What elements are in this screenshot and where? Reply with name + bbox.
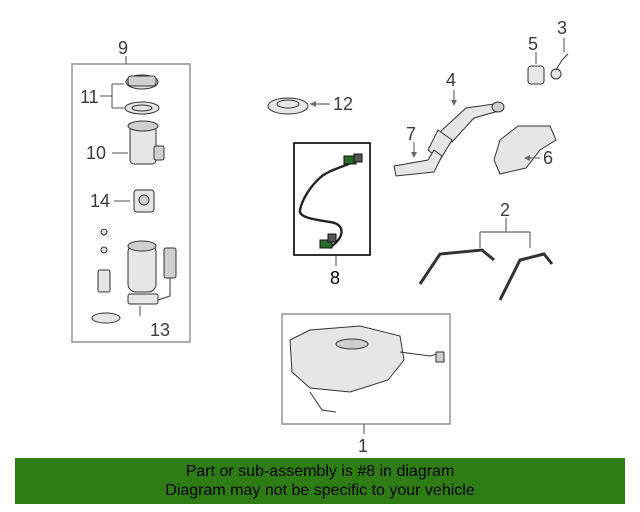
callout-13: 13 xyxy=(150,320,170,340)
hose-7-group: 7 xyxy=(393,124,443,177)
straps-2-group: 2 xyxy=(418,200,554,301)
callout-7: 7 xyxy=(406,124,416,144)
splash-shield xyxy=(493,125,557,175)
callout-8: 8 xyxy=(330,268,340,288)
callout-11: 11 xyxy=(80,87,99,107)
notice-banner: Part or sub-assembly is #8 in diagram Di… xyxy=(15,458,625,504)
callout-10: 10 xyxy=(86,143,106,163)
fuel-pump-assembly-group: 9 11 10 14 13 xyxy=(71,38,191,343)
filler-neck-4-group: 4 xyxy=(427,70,505,161)
highlight-box-8 xyxy=(293,142,371,256)
callout-14: 14 xyxy=(90,191,110,211)
wire-harness-8-group: 8 xyxy=(293,142,371,288)
notice-line-1: Part or sub-assembly is #8 in diagram xyxy=(185,463,455,480)
filler-cap-part-5 xyxy=(527,65,545,85)
pump-base xyxy=(91,312,121,324)
tether-part-3 xyxy=(550,68,562,80)
tank-strap-left xyxy=(418,248,495,285)
packing-ring xyxy=(124,101,160,115)
parts-5-3-group: 5 3 xyxy=(527,18,569,85)
fuel-tank-1-group: 1 xyxy=(281,313,451,456)
callout-12: 12 xyxy=(333,94,353,114)
fuel-tank xyxy=(289,325,405,393)
callout-9: 9 xyxy=(118,38,128,58)
assembly-box-1 xyxy=(281,313,451,425)
shield-6-group: 6 xyxy=(493,125,557,175)
callout-3: 3 xyxy=(557,18,567,38)
callout-6: 6 xyxy=(543,148,553,168)
filler-hose xyxy=(393,149,443,177)
fuel-filter xyxy=(97,269,111,293)
notice-line-2: Diagram may not be specific to your vehi… xyxy=(165,482,475,499)
harness-wire xyxy=(298,158,359,247)
callout-5: 5 xyxy=(528,34,538,54)
callout-1: 1 xyxy=(358,436,368,456)
gasket-12-group: 12 xyxy=(267,94,353,115)
callout-2: 2 xyxy=(500,200,510,220)
callout-4: 4 xyxy=(446,70,456,90)
tank-strap-right xyxy=(498,252,554,301)
parts-diagram: 9 11 10 14 13 xyxy=(71,18,569,456)
assembly-box-9 xyxy=(71,63,191,343)
